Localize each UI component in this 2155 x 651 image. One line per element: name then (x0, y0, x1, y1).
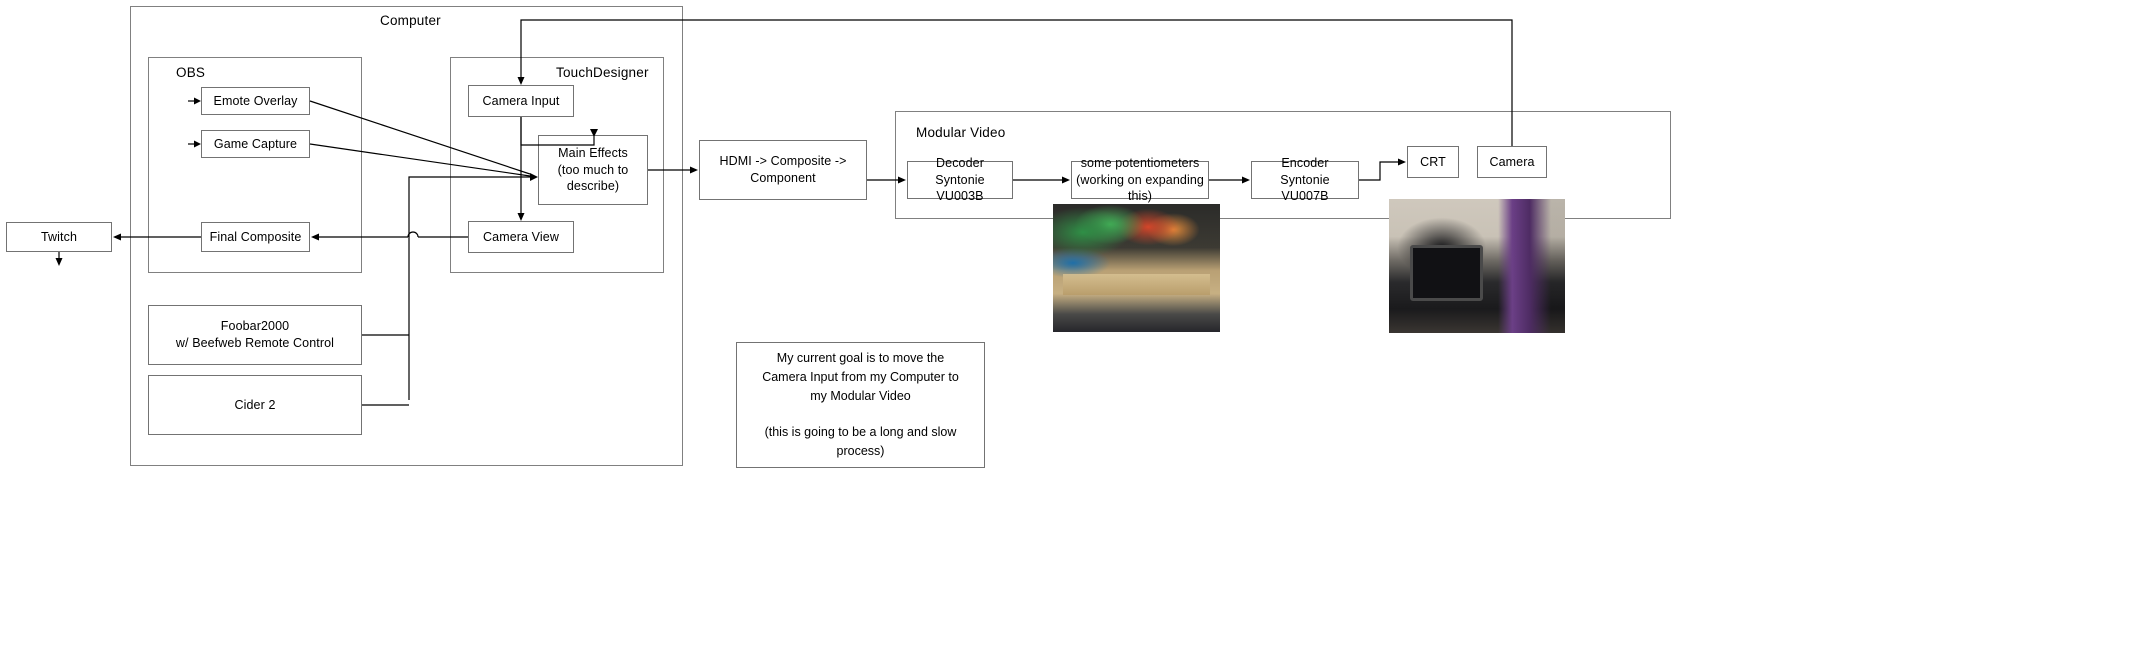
node-main-effects-label: Main Effects (558, 145, 628, 160)
node-crt[interactable]: CRT (1407, 146, 1459, 178)
node-twitch[interactable]: Twitch (6, 222, 112, 252)
node-encoder-sublabel: Syntonie VU007B (1280, 172, 1330, 204)
node-emote-overlay[interactable]: Emote Overlay (201, 87, 310, 115)
wire-twitch-output (55, 252, 63, 266)
node-final-composite-label: Final Composite (209, 229, 302, 244)
node-encoder[interactable]: Encoder Syntonie VU007B (1251, 156, 1359, 203)
node-potentiometers[interactable]: some potentiometers (working on expandin… (1071, 156, 1209, 203)
group-computer-label: Computer (380, 13, 441, 28)
node-game-capture-label: Game Capture (213, 136, 298, 151)
node-emote-overlay-label: Emote Overlay (213, 93, 298, 108)
node-decoder-sublabel: Syntonie VU003B (935, 172, 985, 204)
group-touchdesigner-label: TouchDesigner (556, 65, 649, 80)
breadboard-photo (1053, 204, 1220, 332)
node-decoder-label: Decoder (936, 155, 984, 170)
note-box: My current goal is to move the Camera In… (736, 342, 985, 468)
node-camera-view-label: Camera View (483, 229, 559, 244)
node-main-effects-sublabel: (too much to describe) (557, 162, 629, 194)
group-obs-label: OBS (176, 65, 206, 80)
node-hdmi-composite-component-label: HDMI -> Composite -> Component (719, 154, 847, 185)
crt-setup-photo (1389, 199, 1565, 333)
node-main-effects[interactable]: Main Effects (too much to describe) (538, 135, 648, 205)
node-foobar2000[interactable]: Foobar2000 w/ Beefweb Remote Control (148, 305, 362, 365)
node-decoder[interactable]: Decoder Syntonie VU003B (907, 156, 1013, 203)
group-computer (130, 6, 683, 466)
node-encoder-label: Encoder (1281, 155, 1329, 170)
node-potentiometers-label: some potentiometers (1080, 155, 1200, 170)
node-foobar2000-sublabel: w/ Beefweb Remote Control (175, 336, 335, 350)
node-final-composite[interactable]: Final Composite (201, 222, 310, 252)
node-game-capture[interactable]: Game Capture (201, 130, 310, 158)
node-crt-label: CRT (1420, 154, 1446, 169)
node-camera[interactable]: Camera (1477, 146, 1547, 178)
node-cider2[interactable]: Cider 2 (148, 375, 362, 435)
node-camera-input-label: Camera Input (482, 93, 560, 108)
node-camera-view[interactable]: Camera View (468, 221, 574, 253)
node-foobar2000-label: Foobar2000 (220, 319, 290, 334)
node-camera-label: Camera (1489, 154, 1535, 169)
node-cider2-label: Cider 2 (234, 397, 276, 412)
node-potentiometers-sublabel: (working on expanding this) (1076, 172, 1204, 204)
node-twitch-label: Twitch (40, 229, 78, 244)
group-modular-video-label: Modular Video (916, 125, 1006, 140)
note-paragraph-goal: My current goal is to move the Camera In… (762, 351, 959, 403)
node-hdmi-composite-component[interactable]: HDMI -> Composite -> Component (699, 140, 867, 200)
node-camera-input[interactable]: Camera Input (468, 85, 574, 117)
note-paragraph-process: (this is going to be a long and slow pro… (764, 425, 957, 459)
